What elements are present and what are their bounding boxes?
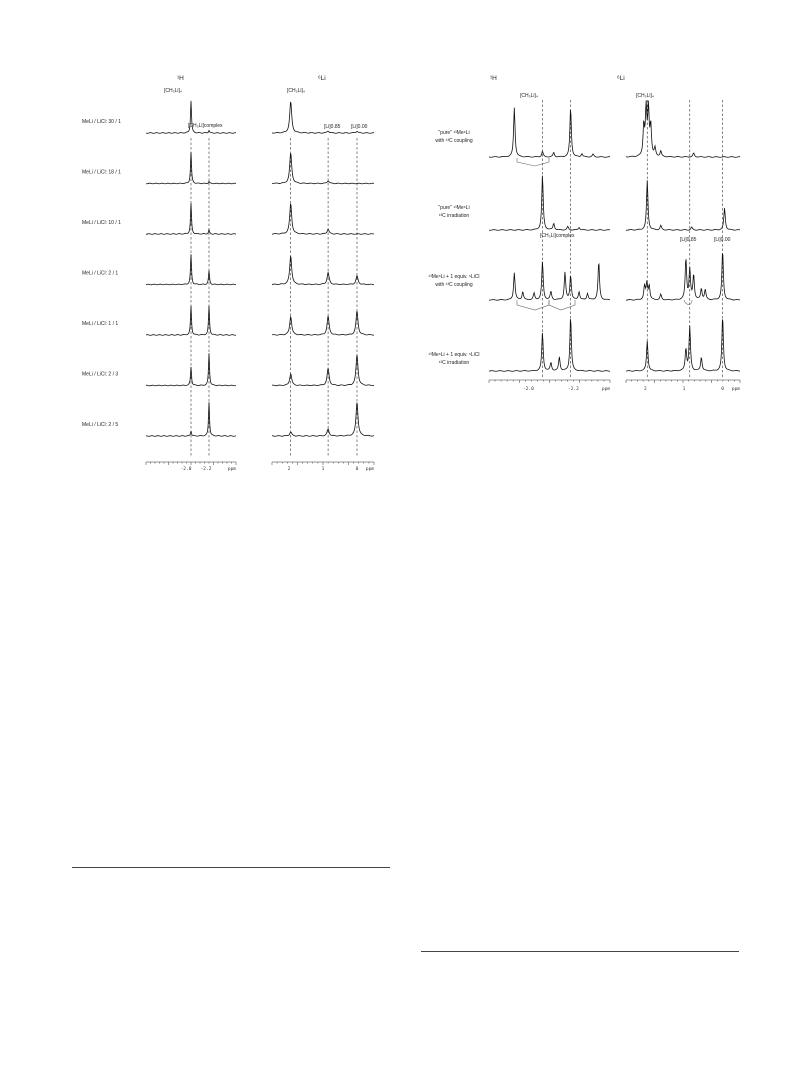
spectrum-panel-2: 2 1 0 ppm <box>271 101 375 472</box>
series-label: MeLi / LiCl: 2 / 3 <box>82 372 118 378</box>
spectrum-trace <box>625 319 741 372</box>
spectrum-trace <box>488 107 611 158</box>
spectrum-trace <box>488 319 611 372</box>
right-row-label-3a: ¹³Me⁶Li + 1 equiv. ⁶LiCl <box>428 274 479 280</box>
spectrum-trace <box>145 254 237 286</box>
right-1h-heading: ¹H <box>490 75 497 82</box>
spectrum-trace <box>271 153 375 185</box>
left-6li-heading: ⁶Li <box>318 75 326 82</box>
spectrum-panel-1: MeLi / LiCl: 30 / 1 MeLi / LiCl: 18 / 1 Me… <box>82 100 237 472</box>
series-label: MeLi / LiCl: 2 / 5 <box>82 422 118 428</box>
right-row-label-1a: "pure" ¹³Me⁶Li <box>438 130 469 136</box>
left-6li-peak-label-000: [Li]0.00 <box>351 124 368 130</box>
x-axis-unit-label: ppm <box>602 387 610 392</box>
spectrum-trace <box>488 261 611 301</box>
spectrum-trace <box>145 353 237 387</box>
footnote-rule-left <box>72 867 390 868</box>
x-tick-label: 1 <box>683 386 686 392</box>
spectrum-panel-4: 2 1 0 ppm <box>625 100 741 392</box>
spectrum-trace <box>145 305 237 336</box>
x-tick-label: -2.2 <box>568 386 579 392</box>
right-6li-heading: ⁶Li <box>617 75 625 82</box>
x-axis-unit-label: ppm <box>228 467 236 472</box>
left-6li-peak-label-tetramer: [CH₃Li]₄ <box>287 88 305 94</box>
spectrum-trace <box>271 311 375 336</box>
footnote-rule-right <box>421 951 739 952</box>
spectrum-trace <box>271 101 375 134</box>
spectrum-trace <box>625 253 741 301</box>
x-axis-unit-label: ppm <box>366 467 374 472</box>
spectrum-trace <box>271 402 375 437</box>
left-1h-heading: ¹H <box>177 75 184 82</box>
right-6li-peak-label-085: [Li]0.85 <box>680 237 697 243</box>
x-tick-label: 2 <box>288 466 291 472</box>
x-tick-label: -2.0 <box>523 386 534 392</box>
spectrum-trace <box>271 355 375 387</box>
x-tick-label: 0 <box>721 386 724 392</box>
right-1h-peak-label-complex: [CH₃Li]complex <box>540 233 575 239</box>
series-label: MeLi / LiCl: 18 / 1 <box>82 170 121 176</box>
left-1h-peak-label-tetramer: [CH₃Li]₄ <box>164 88 182 94</box>
right-row-label-2a: "pure" ¹³Me⁶Li <box>438 205 469 211</box>
right-row-label-3b: with ¹³C coupling <box>435 282 472 288</box>
spectrum-trace <box>145 152 237 185</box>
right-row-label-4b: ¹³C irradiation <box>439 360 470 366</box>
series-label: MeLi / LiCl: 2 / 1 <box>82 271 118 277</box>
x-tick-label: -2.0 <box>181 466 192 472</box>
right-1h-peak-label-tetramer: [CH₃Li]₄ <box>520 93 538 99</box>
coupling-brackets <box>516 158 693 311</box>
spectrum-trace <box>625 100 741 158</box>
spectrum-trace <box>145 100 237 134</box>
right-row-label-1b: with ¹³C coupling <box>435 138 472 144</box>
spectrum-trace <box>271 256 375 286</box>
series-label: MeLi / LiCl: 10 / 1 <box>82 220 121 226</box>
x-tick-label: 0 <box>356 466 359 472</box>
spectrum-trace <box>488 175 611 231</box>
right-row-label-2b: ¹³C irradiation <box>439 213 470 219</box>
spectrum-trace <box>271 203 375 235</box>
series-label: MeLi / LiCl: 1 / 1 <box>82 321 118 327</box>
x-tick-label: -2.2 <box>201 466 212 472</box>
left-1h-peak-label-complex: [CH₃Li]complex <box>188 123 223 129</box>
right-row-label-4a: ¹³Me⁶Li + 1 equiv. ⁶LiCl <box>428 352 479 358</box>
x-axis-unit-label: ppm <box>732 387 740 392</box>
left-6li-peak-label-085: [Li]0.85 <box>324 124 341 130</box>
x-tick-label: 1 <box>322 466 325 472</box>
spectrum-panel-3: -2.0 -2.2 ppm <box>488 100 611 392</box>
spectra-group: MeLi / LiCl: 30 / 1 MeLi / LiCl: 18 / 1 Me… <box>82 100 740 472</box>
x-tick-label: 2 <box>644 386 647 392</box>
spectrum-trace <box>145 402 237 437</box>
spectrum-trace <box>145 203 237 235</box>
spectrum-trace <box>625 180 741 231</box>
series-label: MeLi / LiCl: 30 / 1 <box>82 119 121 125</box>
right-6li-peak-label-tetramer: [CH₃Li]₄ <box>636 93 654 99</box>
